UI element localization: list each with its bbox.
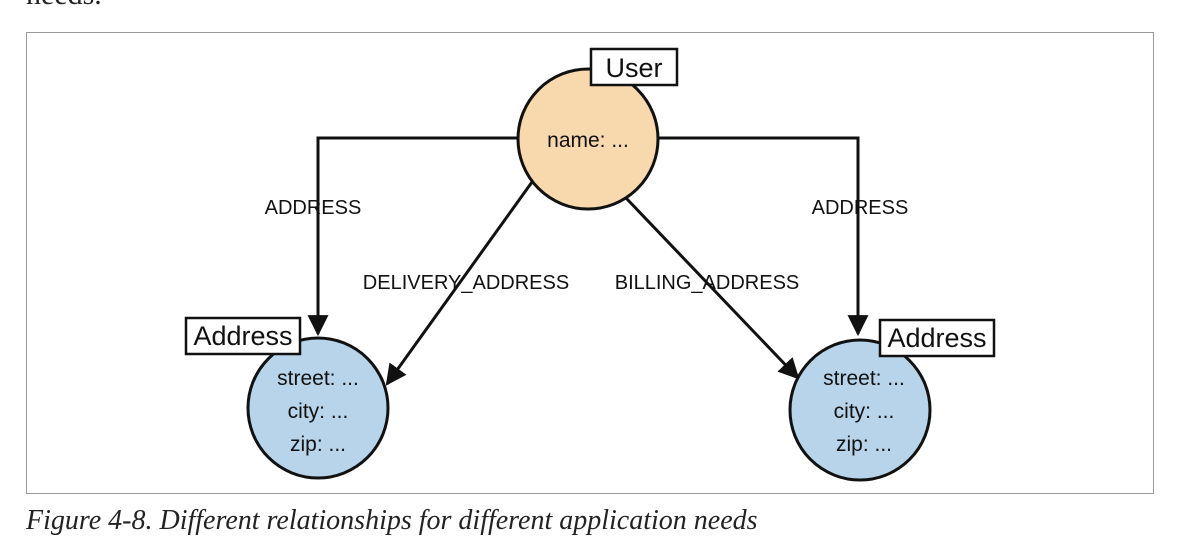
edge-delivery-address [385, 181, 534, 386]
figure-frame [26, 32, 1154, 494]
edge-label-billing-address: BILLING_ADDRESS [615, 272, 800, 294]
node-address-left-tag: Address [193, 321, 292, 351]
node-address-left-city: city: ... [288, 400, 349, 423]
edge-label-address-right: ADDRESS [812, 197, 909, 219]
node-address-right-street: street: ... [823, 367, 905, 390]
node-address-right: street: ... city: ... zip: ... Address [788, 318, 996, 482]
node-address-left-circle [246, 336, 390, 480]
node-address-right-tag-box [878, 318, 996, 358]
node-address-left-zip: zip: ... [290, 433, 346, 456]
preceding-text-fragment: needs. [26, 0, 102, 12]
edge-label-delivery-address: DELIVERY_ADDRESS [363, 272, 569, 294]
node-address-right-circle [788, 338, 932, 482]
node-address-left: street: ... city: ... zip: ... Address [184, 316, 390, 480]
node-user-circle [516, 67, 660, 211]
node-user: name: ... User [516, 47, 679, 211]
edge-address-left [307, 136, 517, 337]
node-address-right-city: city: ... [834, 400, 895, 423]
edge-label-address-left: ADDRESS [265, 197, 362, 219]
graph-diagram: ADDRESS ADDRESS DELIVERY_ADDRESS BILLING… [184, 47, 996, 482]
edge-address-right [657, 136, 869, 337]
node-address-right-zip: zip: ... [836, 433, 892, 456]
figure-caption: Figure 4-8. Different relationships for … [26, 505, 758, 536]
edge-billing-address [624, 196, 800, 380]
node-address-left-tag-box [184, 316, 302, 356]
node-user-prop: name: ... [547, 129, 629, 152]
node-user-tag: User [605, 53, 662, 83]
node-user-tag-box [589, 47, 679, 87]
node-address-left-street: street: ... [277, 367, 359, 390]
node-address-right-tag: Address [887, 323, 986, 353]
